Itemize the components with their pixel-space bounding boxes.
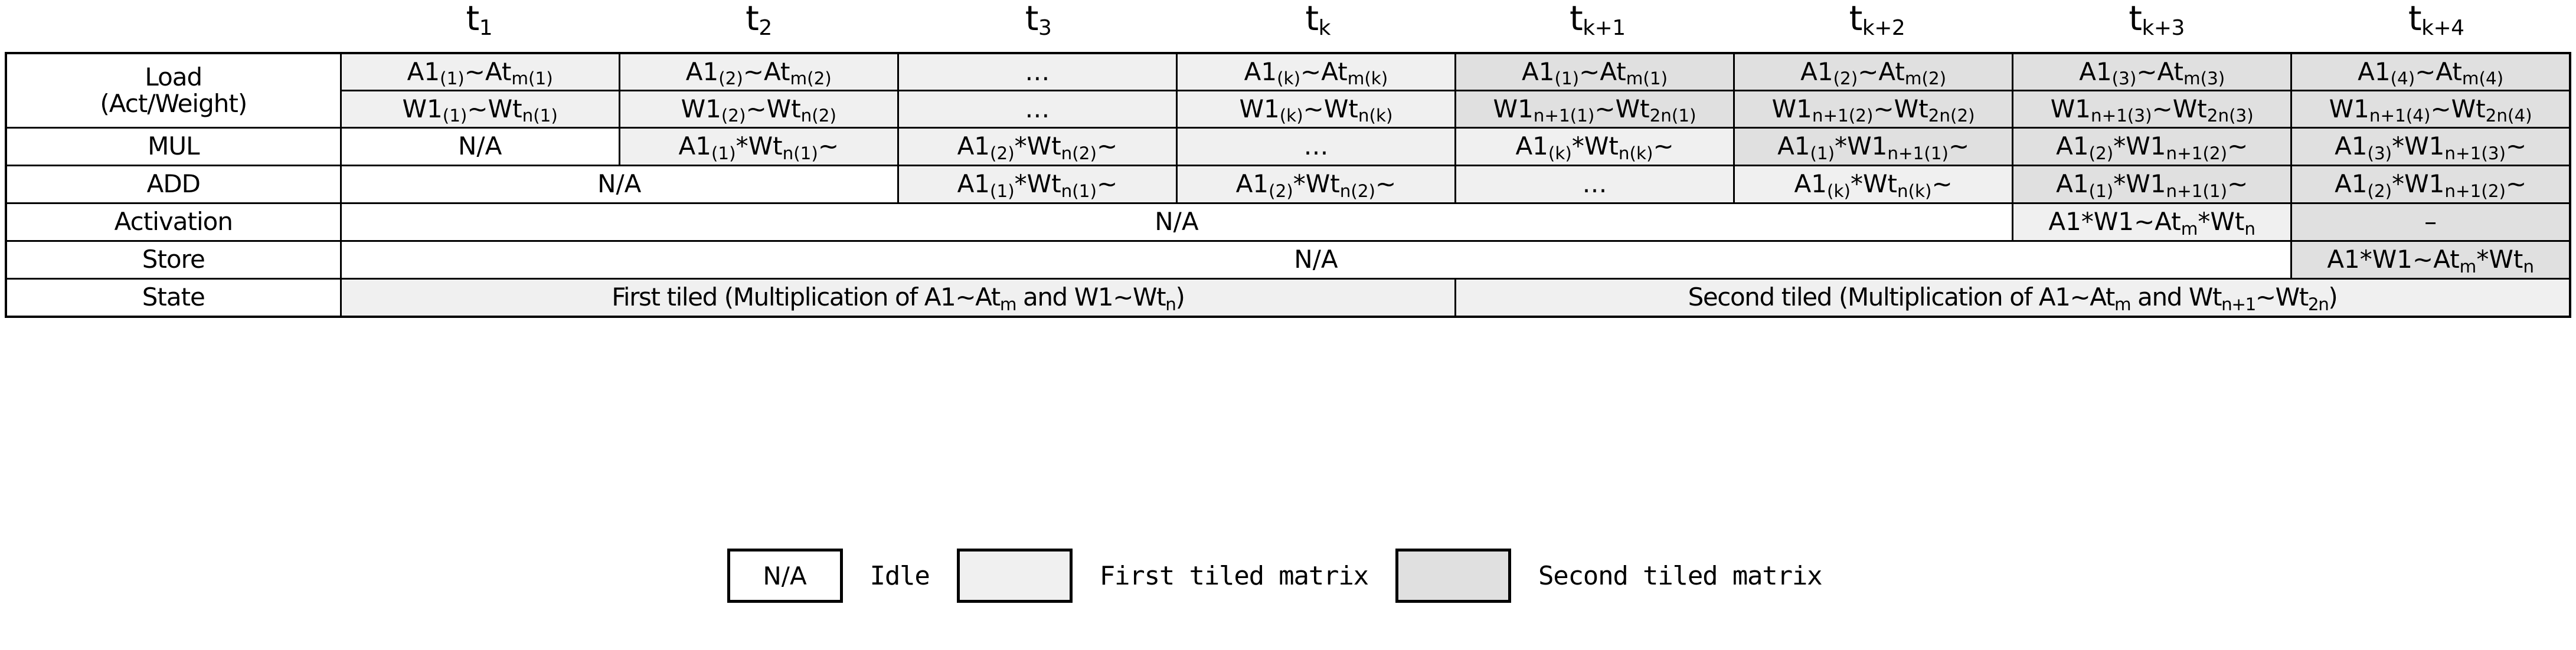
- time-label-cell: tk+4: [2296, 0, 2576, 52]
- legend: N/A Idle First tiled matrix Second tiled…: [0, 549, 2576, 603]
- time-label-cell: tk+3: [2017, 0, 2297, 52]
- cell-add: A1(2)*Wtn(2)~: [1175, 165, 1457, 204]
- cell-activation: A1*W1~Atm*Wtn: [2012, 202, 2293, 242]
- time-label-cell: tk: [1178, 0, 1458, 52]
- legend-label-first-tiled: First tiled matrix: [1099, 560, 1369, 591]
- cell-add: A1(1)*Wtn(1)~: [897, 165, 1178, 204]
- row-label-activation: Activation: [5, 202, 342, 242]
- row-label-mul: MUL: [5, 127, 342, 166]
- cell-add: A1(2)*W1n+1(2)~: [2290, 165, 2571, 204]
- timeline-header: t1 t2 t3 tk tk+1 tk+2 tk+3 tk+4: [0, 0, 2576, 52]
- schedule-table: Load(Act/Weight) A1(1)~Atm(1) A1(2)~Atm(…: [5, 52, 2571, 318]
- time-label-tk: tk: [1305, 0, 1331, 40]
- table-row-activation: Activation N/A A1*W1~Atm*Wtn –: [5, 202, 2571, 242]
- time-label-tk3: tk+3: [2129, 0, 2185, 40]
- row-label-state: State: [5, 278, 342, 318]
- cell-load-weight: W1(1)~Wtn(1): [339, 90, 620, 129]
- time-label-cell: t2: [619, 0, 899, 52]
- time-label-tk2: tk+2: [1849, 0, 1905, 40]
- cell-load-act: A1(1)~Atm(1): [1454, 52, 1735, 91]
- table-row-state: State First tiled (Multiplication of A1~…: [5, 278, 2571, 318]
- cell-mul: A1(1)*Wtn(1)~: [618, 127, 899, 166]
- cell-add: N/A: [339, 165, 899, 204]
- table-row-add: ADD N/A A1(1)*Wtn(1)~ A1(2)*Wtn(2)~ … A1…: [5, 165, 2571, 204]
- table-row-mul: MUL N/A A1(1)*Wtn(1)~ A1(2)*Wtn(2)~ … A1…: [5, 127, 2571, 166]
- cell-add: A1(k)*Wtn(k)~: [1733, 165, 2014, 204]
- cell-load-act: A1(1)~Atm(1): [339, 52, 620, 91]
- cell-add: …: [1454, 165, 1735, 204]
- cell-load-act: …: [897, 52, 1178, 91]
- cell-load-weight: W1n+1(2)~Wt2n(2): [1733, 90, 2014, 129]
- cell-load-weight: W1n+1(1)~Wt2n(1): [1454, 90, 1735, 129]
- legend-label-idle: Idle: [869, 560, 930, 591]
- cell-load-weight: W1n+1(3)~Wt2n(3): [2012, 90, 2293, 129]
- legend-swatch-first-tiled: [956, 549, 1073, 603]
- cell-load-act: A1(3)~Atm(3): [2012, 52, 2293, 91]
- time-label-t2: t2: [746, 0, 772, 40]
- row-label-store: Store: [5, 240, 342, 280]
- cell-mul: N/A: [339, 127, 620, 166]
- cell-load-act: A1(2)~Atm(2): [618, 52, 899, 91]
- cell-load-weight: …: [897, 90, 1178, 129]
- time-label-cell: tk+1: [1458, 0, 1738, 52]
- cell-load-weight: W1n+1(4)~Wt2n(4): [2290, 90, 2571, 129]
- time-label-cell: t3: [898, 0, 1178, 52]
- cell-load-act: A1(4)~Atm(4): [2290, 52, 2571, 91]
- cell-load-act: A1(2)~Atm(2): [1733, 52, 2014, 91]
- cell-mul: …: [1175, 127, 1457, 166]
- cell-store: N/A: [339, 240, 2293, 280]
- row-label-load: Load(Act/Weight): [5, 52, 342, 129]
- cell-load-weight: W1(2)~Wtn(2): [618, 90, 899, 129]
- time-label-tk1: tk+1: [1570, 0, 1626, 40]
- cell-mul: A1(3)*W1n+1(3)~: [2290, 127, 2571, 166]
- table-row-store: Store N/A A1*W1~Atm*Wtn: [5, 240, 2571, 280]
- table-row-load-activation: Load(Act/Weight) A1(1)~Atm(1) A1(2)~Atm(…: [5, 52, 2571, 129]
- cell-store: A1*W1~Atm*Wtn: [2290, 240, 2571, 280]
- legend-swatch-idle: N/A: [727, 549, 843, 603]
- cell-mul: A1(k)*Wtn(k)~: [1454, 127, 1735, 166]
- cell-activation: N/A: [339, 202, 2014, 242]
- time-label-cell: tk+2: [1737, 0, 2017, 52]
- cell-state-first: First tiled (Multiplication of A1~Atm an…: [339, 278, 1457, 318]
- cell-mul: A1(2)*Wtn(2)~: [897, 127, 1178, 166]
- time-label-t1: t1: [466, 0, 493, 40]
- time-label-cell: t1: [339, 0, 619, 52]
- row-label-add: ADD: [5, 165, 342, 204]
- legend-label-second-tiled: Second tiled matrix: [1538, 560, 1823, 591]
- cell-add: A1(1)*W1n+1(1)~: [2012, 165, 2293, 204]
- timeline-header-spacer: [0, 0, 339, 52]
- cell-state-second: Second tiled (Multiplication of A1~Atm a…: [1454, 278, 2571, 318]
- time-label-tk4: tk+4: [2408, 0, 2464, 40]
- legend-swatch-second-tiled: [1395, 549, 1511, 603]
- table-row-load-weight: W1(1)~Wtn(1) W1(2)~Wtn(2) … W1(k)~Wtn(k)…: [6, 90, 2571, 129]
- cell-load-weight: W1(k)~Wtn(k): [1175, 90, 1457, 129]
- time-label-t3: t3: [1025, 0, 1052, 40]
- cell-activation: –: [2290, 202, 2571, 242]
- cell-mul: A1(1)*W1n+1(1)~: [1733, 127, 2014, 166]
- cell-mul: A1(2)*W1n+1(2)~: [2012, 127, 2293, 166]
- cell-load-act: A1(k)~Atm(k): [1175, 52, 1457, 91]
